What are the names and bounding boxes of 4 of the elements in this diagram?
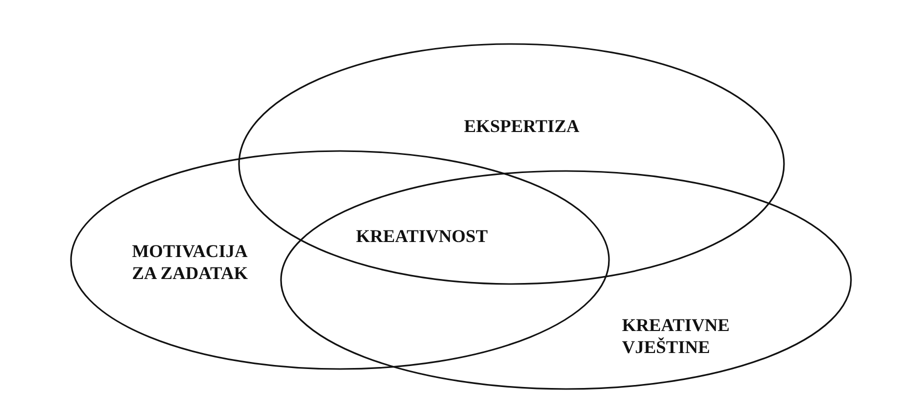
set-label: KREATIVNE VJEŠTINE [622, 314, 731, 358]
set-label: EKSPERTIZA [464, 115, 580, 137]
intersection-label: KREATIVNOST [356, 225, 488, 247]
set-label: MOTIVACIJA ZA ZADATAK [132, 240, 249, 284]
